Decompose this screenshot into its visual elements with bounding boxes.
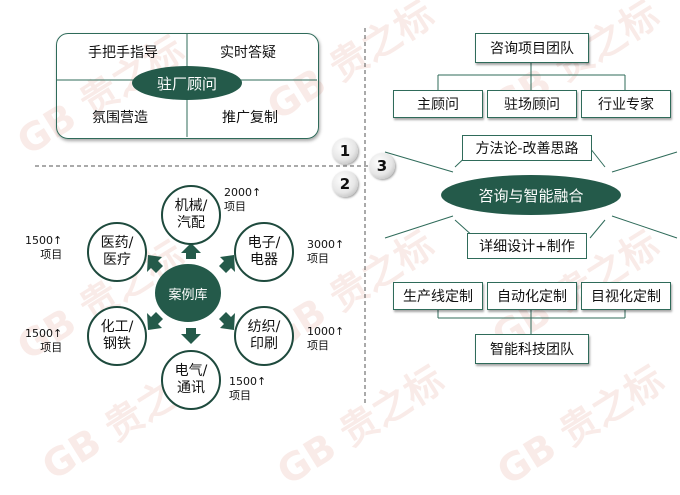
- star-shape: [384, 151, 678, 239]
- smart-tech-team-box: 智能科技团队: [475, 334, 589, 364]
- count-machinery: 2000↑ 项目: [224, 186, 262, 213]
- star-shape: [589, 219, 606, 239]
- case-library-label: 案例库: [168, 287, 208, 303]
- role-industry-expert: 行业专家: [581, 90, 671, 118]
- industry-machinery: 机械/ 汽配: [161, 185, 221, 245]
- case-library-center: 案例库: [155, 264, 221, 322]
- count-electronics: 3000↑ 项目: [307, 238, 345, 265]
- arrow-left-up-icon: [147, 255, 163, 273]
- fusion-label: 咨询与智能融合: [478, 186, 584, 205]
- count-textile: 1000↑ 项目: [307, 325, 345, 352]
- arrow-right-up-icon: [219, 255, 235, 273]
- count-chemical: 1500↑ 项目: [25, 327, 63, 354]
- marker-1: 1: [332, 138, 358, 164]
- onsite-consultant-label: 驻厂顾问: [156, 74, 217, 93]
- custom-automation: 自动化定制: [487, 282, 577, 310]
- connector-layer: [35, 28, 678, 405]
- consultant-quadrant-box: [56, 33, 319, 139]
- arrow-down-icon: [181, 328, 201, 344]
- arrow-up-icon: [181, 243, 201, 259]
- methodology-box: 方法论-改善思路: [462, 135, 592, 161]
- role-onsite-consultant: 驻场顾问: [487, 90, 577, 118]
- industry-electrical: 电气/ 通讯: [161, 350, 221, 410]
- quadrant-label-atmosphere: 氛围营造: [92, 110, 148, 126]
- quadrant-label-qa: 实时答疑: [220, 45, 276, 61]
- quadrant-label-guidance: 手把手指导: [88, 45, 158, 61]
- star-shape: [589, 147, 606, 168]
- industry-medical: 医药/ 医疗: [87, 222, 147, 282]
- industry-electronics: 电子/ 电器: [234, 222, 294, 282]
- custom-production-line: 生产线定制: [393, 282, 483, 310]
- marker-3: 3: [369, 153, 395, 179]
- marker-2: 2: [332, 171, 358, 197]
- industry-textile: 纺织/ 印刷: [234, 306, 294, 366]
- arrow-right-down-icon: [219, 312, 235, 330]
- fusion-ellipse: 咨询与智能融合: [441, 175, 621, 215]
- count-electrical: 1500↑ 项目: [229, 375, 267, 402]
- onsite-consultant-ellipse: 驻厂顾问: [132, 66, 242, 100]
- count-medical: 1500↑ 项目: [25, 234, 63, 261]
- arrow-left-down-icon: [147, 312, 163, 330]
- industry-chemical: 化工/ 钢铁: [87, 306, 147, 366]
- quadrant-label-promotion: 推广复制: [222, 110, 278, 126]
- custom-visual: 目视化定制: [581, 282, 671, 310]
- case-arrows: [147, 243, 235, 344]
- consulting-team-box: 咨询项目团队: [475, 33, 589, 63]
- detail-design-box: 详细设计+制作: [467, 233, 587, 259]
- role-lead-consultant: 主顾问: [393, 90, 483, 118]
